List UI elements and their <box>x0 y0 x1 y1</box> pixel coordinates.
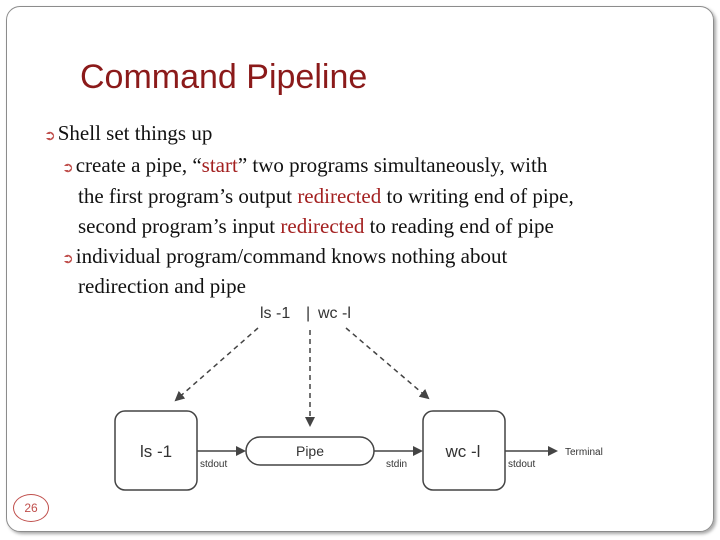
command-right-label: wc -l <box>317 305 351 322</box>
bullet-sub-1-line-3: second program’s input redirected to rea… <box>78 214 554 238</box>
bullet-arrow-icon: ➲ <box>62 251 74 267</box>
stdout-left-label: stdout <box>200 459 227 470</box>
dashed-arrow-left <box>174 327 259 402</box>
pipe-label: Pipe <box>296 443 324 459</box>
bullet-sub-1: ➲create a pipe, “start” two programs sim… <box>62 153 548 177</box>
dashed-arrow-right <box>345 327 430 400</box>
bullet-main: ➲Shell set things up <box>44 121 213 145</box>
terminal-label: Terminal <box>565 447 603 458</box>
command-separator: | <box>306 305 310 322</box>
bullet-sub-1-line-2: the first program’s output redirected to… <box>78 184 574 208</box>
stdout-right-label: stdout <box>508 459 535 470</box>
slide-frame <box>6 6 714 532</box>
page-number: 26 <box>13 494 49 522</box>
bullet-sub-2-line-2: redirection and pipe <box>78 274 246 298</box>
process-box-left-label: ls -1 <box>140 442 172 461</box>
bullet-arrow-icon: ➲ <box>62 160 74 176</box>
slide-title: Command Pipeline <box>80 58 368 96</box>
stdin-label: stdin <box>386 459 407 470</box>
bullet-sub-2: ➲individual program/command knows nothin… <box>62 244 508 268</box>
bullet-arrow-icon: ➲ <box>44 128 56 144</box>
process-box-right-label: wc -l <box>445 442 481 461</box>
command-left-label: ls -1 <box>260 305 290 322</box>
